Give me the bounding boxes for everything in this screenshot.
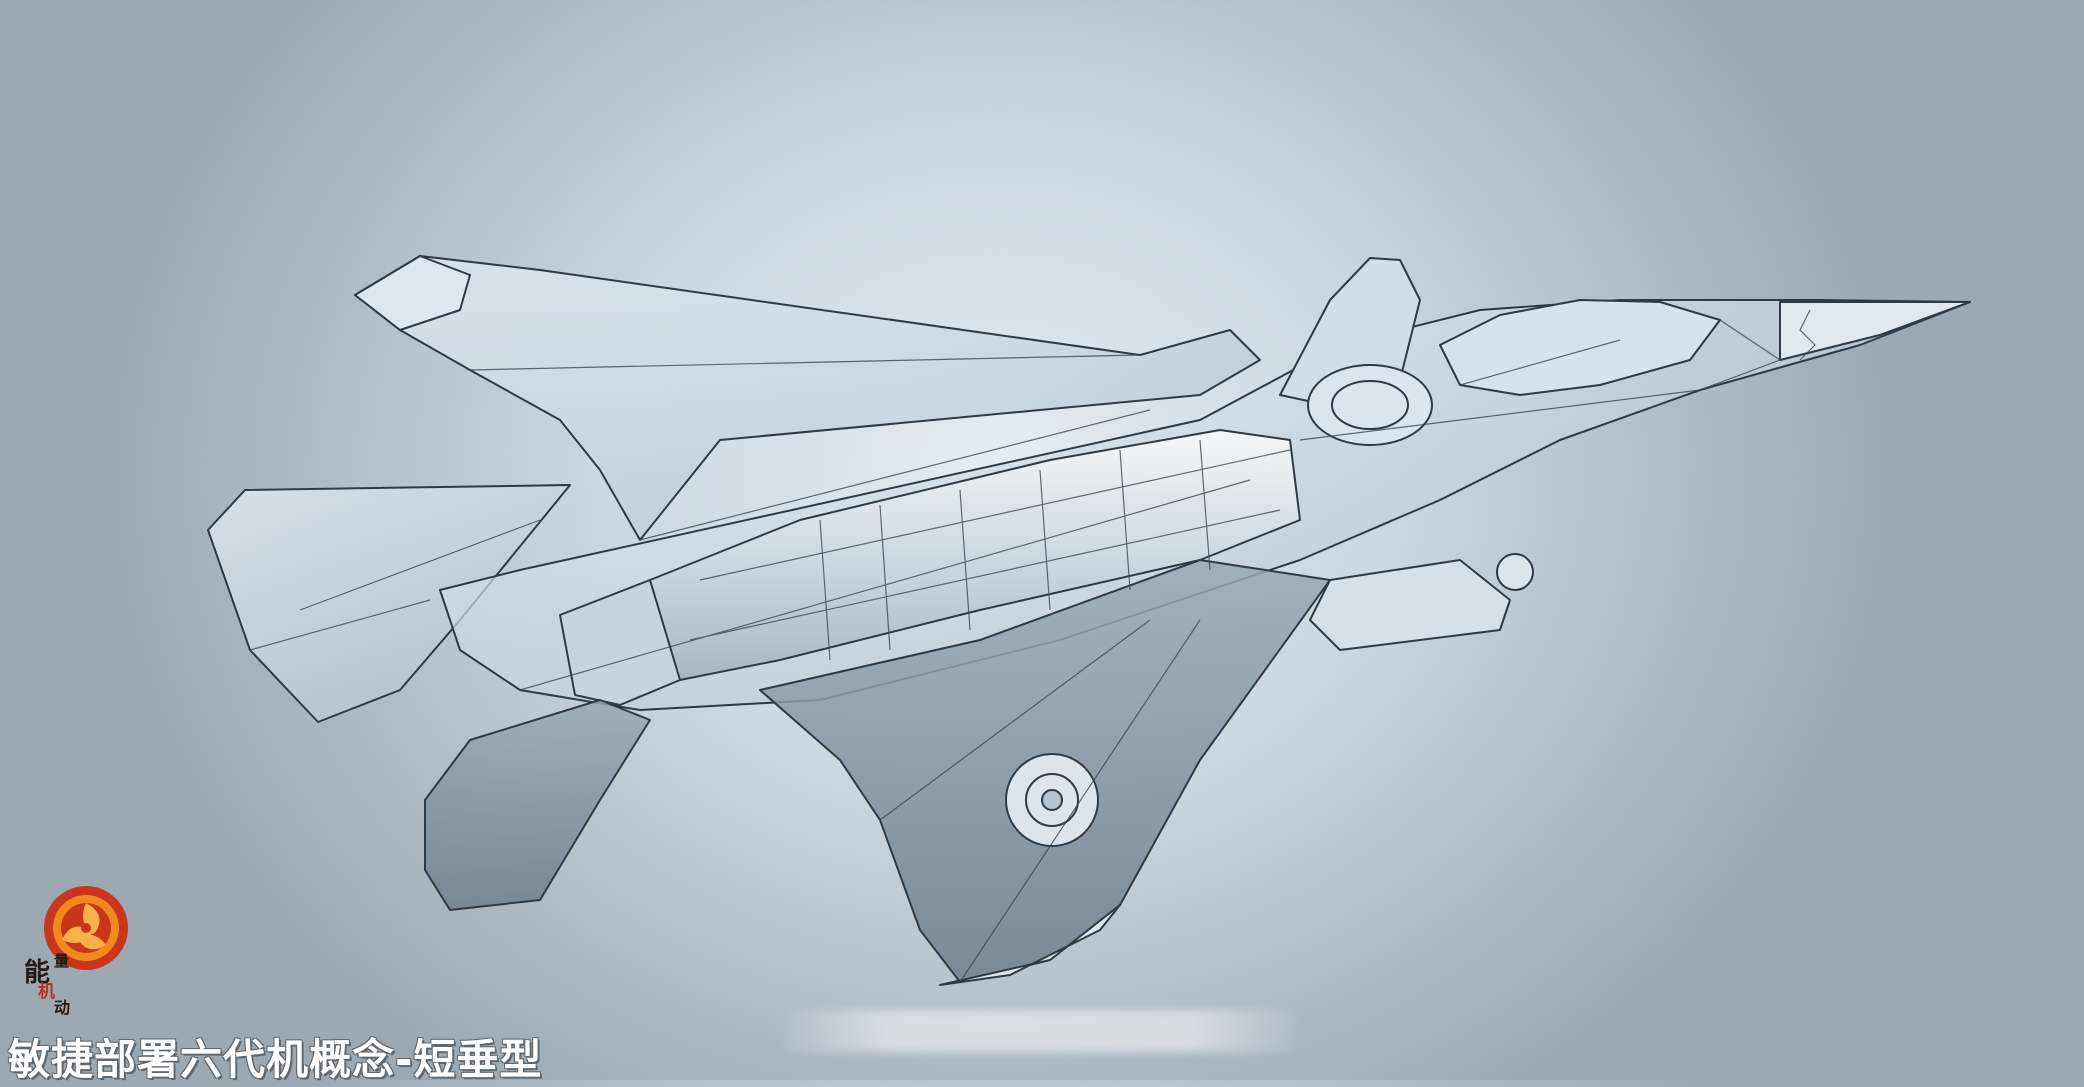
- horizontal-stabilizer: [207, 484, 571, 723]
- logo-text: 能 量 机 动: [20, 950, 80, 1020]
- exhaust-nozzle: [559, 579, 681, 706]
- logo-emblem: [44, 886, 128, 970]
- image-caption: 敏捷部署六代机概念-短垂型: [8, 1035, 543, 1084]
- lift-fan: [1307, 364, 1433, 446]
- internal-detail-lines: [249, 309, 1816, 983]
- ventral-fin: [424, 699, 651, 911]
- watermark-smudge: [785, 1010, 1295, 1052]
- logo-char-1: 能: [24, 958, 51, 988]
- nose-cone: [1779, 301, 1971, 361]
- lower-wing-tip: [939, 904, 1121, 986]
- weapon-bay-pod: [1309, 559, 1511, 651]
- logo-char-2: 量: [54, 952, 70, 970]
- aircraft: [207, 255, 1971, 986]
- logo-char-4: 动: [54, 998, 71, 1017]
- upper-wing-tip: [354, 255, 471, 331]
- logo-char-3: 机: [38, 982, 55, 1002]
- nose-landing-wheel: [1496, 553, 1534, 591]
- upper-wing: [354, 255, 1261, 541]
